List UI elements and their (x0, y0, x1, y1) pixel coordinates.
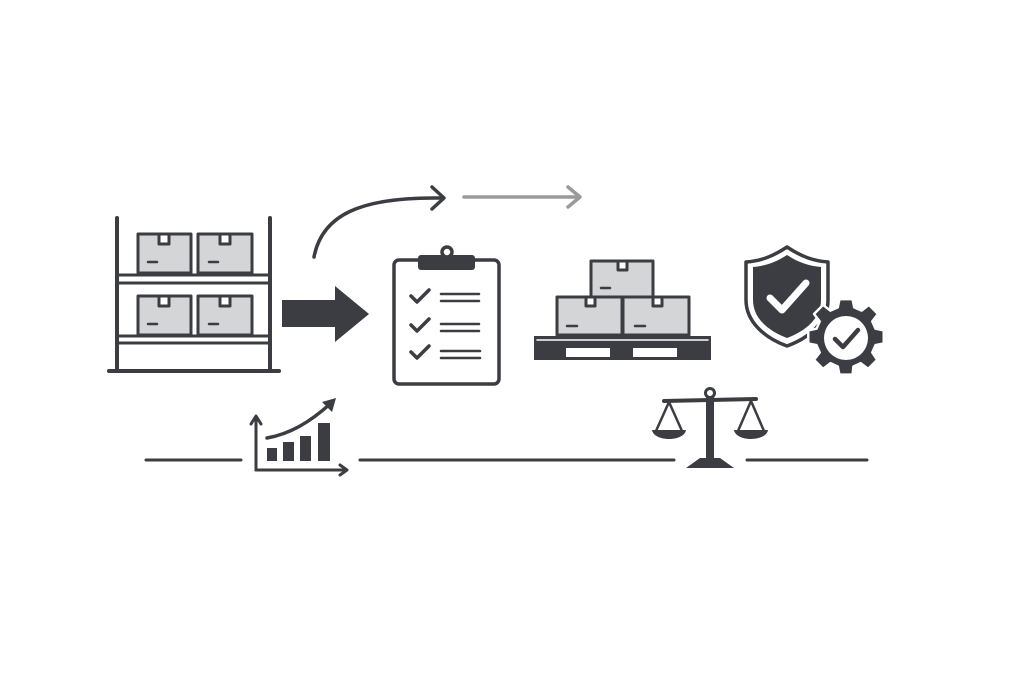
pallet-boxes-icon (534, 259, 711, 360)
gear-check-icon (807, 297, 885, 376)
shield-check-icon (744, 245, 830, 348)
gray-arrow-icon (462, 185, 582, 209)
balance-scale-icon (652, 387, 768, 468)
warehouse-shelf-icon (107, 216, 281, 373)
forward-arrow-icon (282, 286, 369, 342)
checklist-clipboard-icon (392, 245, 501, 386)
growth-chart-icon (249, 398, 349, 477)
curved-arrow-icon (312, 185, 446, 259)
